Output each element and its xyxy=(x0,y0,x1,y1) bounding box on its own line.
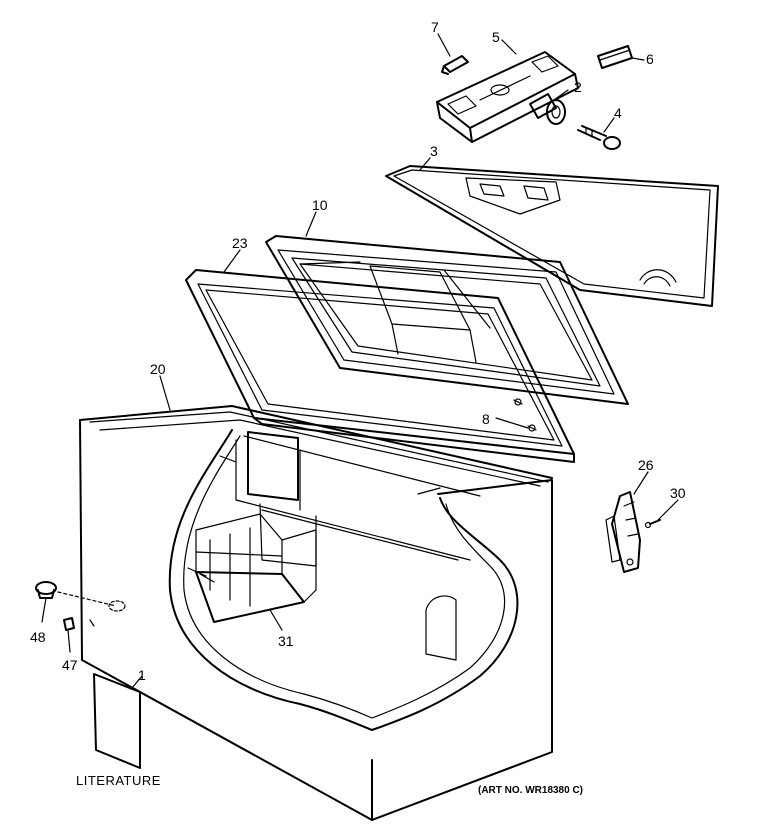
callout-8: 8 xyxy=(482,411,490,427)
callout-20: 20 xyxy=(150,361,166,377)
part-30-screw xyxy=(644,519,661,529)
part-4-key xyxy=(577,125,621,150)
part-2-lock-cylinder xyxy=(529,93,566,125)
part-8-screws xyxy=(513,398,537,432)
callout-10: 10 xyxy=(312,197,328,213)
callout-2: 2 xyxy=(574,79,582,95)
art-number: (ART NO. WR18380 C) xyxy=(478,785,583,796)
part-31-basket xyxy=(187,513,317,623)
part-1-literature xyxy=(93,673,141,769)
callout-30: 30 xyxy=(670,485,686,501)
callout-labels: 7 5 6 2 4 3 10 23 20 8 26 30 31 48 47 1 xyxy=(30,19,686,683)
callout-31: 31 xyxy=(278,633,294,649)
callout-1: 1 xyxy=(138,667,146,683)
callout-4: 4 xyxy=(614,105,622,121)
callout-3: 3 xyxy=(430,143,438,159)
part-3-outer-lid xyxy=(385,165,719,307)
part-47-clip xyxy=(63,617,75,631)
callout-48: 48 xyxy=(30,629,46,645)
part-7-clip xyxy=(441,55,469,75)
part-20-cabinet xyxy=(57,405,553,821)
part-6-label xyxy=(597,45,633,69)
part-48-drain-plug xyxy=(35,581,57,599)
callout-7: 7 xyxy=(431,19,439,35)
callout-6: 6 xyxy=(646,51,654,67)
part-23-gasket xyxy=(185,269,575,463)
part-5-lock-housing xyxy=(436,51,579,143)
callout-23: 23 xyxy=(232,235,248,251)
part-26-hinge xyxy=(605,491,641,573)
callout-5: 5 xyxy=(492,29,500,45)
callout-47: 47 xyxy=(62,657,78,673)
callout-26: 26 xyxy=(638,457,654,473)
part-10-inner-liner xyxy=(265,235,629,405)
leader-lines xyxy=(41,33,679,689)
literature-label: LITERATURE xyxy=(76,773,161,788)
